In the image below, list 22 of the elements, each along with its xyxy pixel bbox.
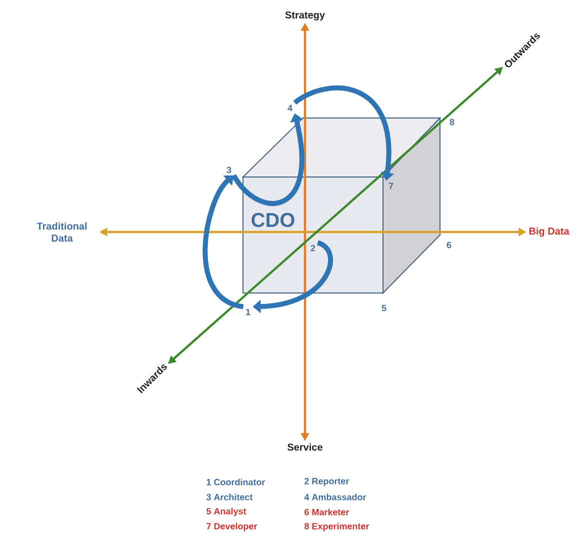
cube-label: CDO bbox=[252, 212, 294, 228]
corner-number: 4 bbox=[288, 104, 292, 112]
legend-entry: 8 Experimenter bbox=[304, 522, 370, 532]
legend-entry: 7 Developer bbox=[206, 522, 258, 532]
legend-entry: 4 Ambassador bbox=[304, 494, 366, 500]
legend-entry: 2 Reporter bbox=[304, 478, 350, 486]
axis-label: Traditional Data bbox=[36, 222, 87, 242]
corner-number: 6 bbox=[446, 242, 452, 248]
corner-number: 2 bbox=[310, 244, 316, 252]
legend-entry: 5 Analyst bbox=[206, 508, 246, 516]
axis-label: Service bbox=[288, 443, 322, 451]
legend-entry: 1 Coordinator bbox=[206, 478, 266, 486]
legend-entry: 3 Architect bbox=[206, 494, 253, 500]
corner-number: 5 bbox=[382, 304, 386, 312]
corner-number: 7 bbox=[388, 182, 394, 190]
corner-number: 1 bbox=[246, 308, 250, 316]
corner-number: 8 bbox=[450, 118, 454, 126]
corner-number: 3 bbox=[226, 166, 232, 174]
axis-label: Big Data bbox=[529, 227, 570, 237]
arrow bbox=[202, 175, 244, 310]
axis-label: Strategy bbox=[285, 11, 325, 21]
legend-entry: 6 Marketer bbox=[304, 508, 350, 516]
